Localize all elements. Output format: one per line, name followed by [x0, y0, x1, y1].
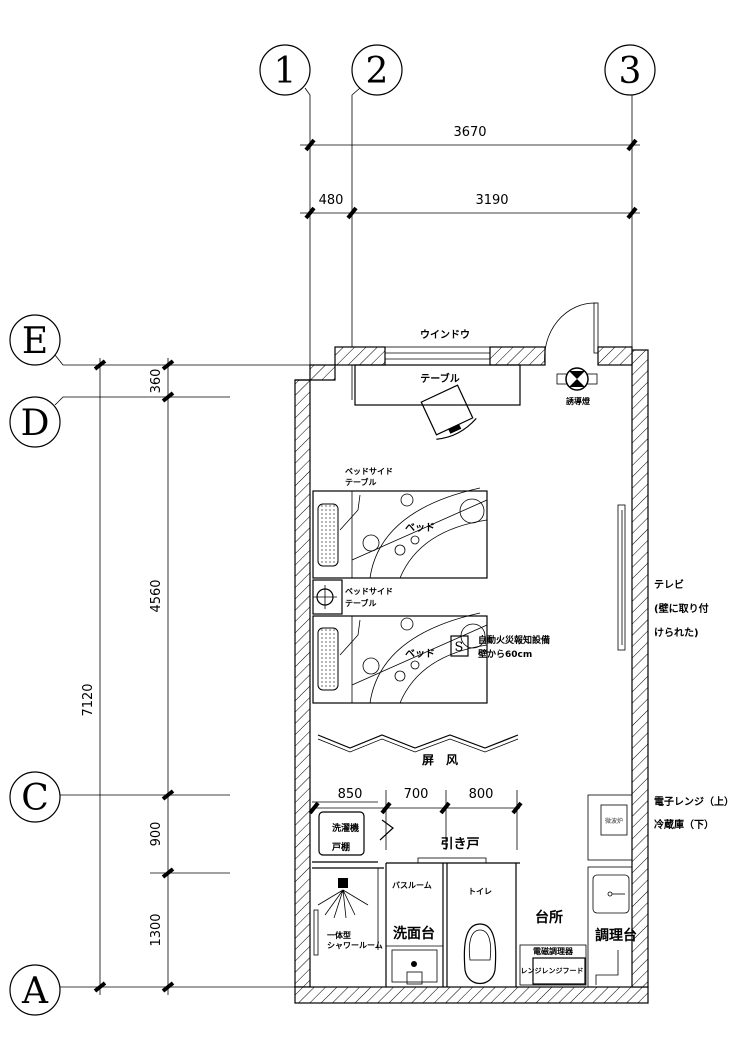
svg-text:ベッド: ベッド: [405, 522, 435, 534]
svg-text:S: S: [455, 640, 464, 655]
microwave-fridge: 微波炉 電子レンジ（上） 冷蔵庫（下）: [587, 794, 734, 861]
bedside-table-label: ベッドサイド: [345, 467, 393, 476]
svg-text:E: E: [22, 321, 48, 362]
axis-row-A: A: [9, 964, 295, 1016]
svg-text:ウインドウ: ウインドウ: [420, 329, 470, 341]
chair: [420, 384, 477, 440]
svg-text:360: 360: [149, 369, 164, 394]
svg-text:屏 风: 屏 风: [421, 753, 458, 767]
svg-text:電磁調理器: 電磁調理器: [533, 946, 574, 956]
dimension-left-total: 7120: [81, 358, 107, 995]
walls: [294, 346, 649, 1004]
svg-text:7120: 7120: [81, 683, 96, 716]
svg-text:850: 850: [338, 787, 363, 802]
window: ウインドウ: [384, 329, 491, 366]
svg-text:(壁に取り付: (壁に取り付: [654, 602, 709, 615]
axis-row-C: C: [9, 771, 230, 823]
axis-column-3: 3: [604, 44, 656, 350]
dimension-bath: 850 700 800: [308, 787, 523, 850]
svg-text:洗濯機: 洗濯機: [332, 822, 359, 834]
svg-text:調理台: 調理台: [595, 927, 637, 944]
bathroom-label: バスルーム: [392, 881, 432, 890]
svg-text:自動火災報知設備: 自動火災報知設備: [478, 634, 550, 646]
svg-text:誘導燈: 誘導燈: [566, 396, 591, 406]
kitchen: 台所 電磁調理器 レンジレンジフード: [519, 909, 587, 986]
tv: テレビ (壁に取り付 けられた): [617, 504, 709, 651]
bedside-table: ベッドサイド テーブル: [312, 579, 393, 615]
bed-2: ベッド: [312, 612, 488, 704]
svg-text:2: 2: [366, 51, 389, 92]
svg-text:引き戸: 引き戸: [440, 837, 479, 852]
washer-cupboard: 洗濯機 戸棚: [312, 801, 394, 863]
smoke-detector: S 自動火災報知設備 壁から60cm: [450, 634, 550, 660]
axis-row-D: D: [9, 396, 230, 448]
svg-text:C: C: [21, 778, 49, 819]
svg-text:バスルーム: バスルーム: [392, 881, 432, 890]
sliding-door[interactable]: 引き戸: [417, 837, 487, 864]
bedside-table-label: テーブル: [345, 477, 377, 487]
svg-text:台所: 台所: [535, 909, 563, 926]
axis-row-E: E: [9, 314, 335, 366]
svg-text:冷蔵庫（下）: 冷蔵庫（下）: [654, 818, 714, 831]
folding-screen: 屏 风: [317, 734, 519, 767]
axis-column-2: 2: [351, 44, 403, 400]
svg-text:けられた): けられた): [654, 627, 699, 639]
svg-text:テーブル: テーブル: [345, 598, 377, 608]
svg-text:戸棚: 戸棚: [332, 841, 350, 853]
svg-text:4560: 4560: [149, 579, 164, 612]
bed-1: ベッド: [312, 487, 488, 579]
cooking-counter: 調理台: [587, 866, 637, 988]
svg-text:微波炉: 微波炉: [605, 817, 623, 825]
svg-text:テーブル: テーブル: [420, 372, 459, 385]
svg-text:シャワールーム: シャワールーム: [327, 941, 383, 950]
svg-text:トイレ: トイレ: [468, 887, 492, 896]
svg-text:800: 800: [469, 787, 494, 802]
toilet: トイレ: [463, 887, 497, 985]
svg-text:D: D: [21, 403, 50, 444]
svg-text:壁から60cm: 壁から60cm: [478, 648, 532, 660]
dimension-left-segments: 360 4560 900 1300: [149, 358, 230, 995]
svg-text:1300: 1300: [149, 913, 164, 946]
svg-text:900: 900: [149, 822, 164, 847]
dimension-top-total: 3670: [300, 125, 640, 152]
table: テーブル: [354, 364, 521, 406]
svg-text:テレビ: テレビ: [654, 578, 684, 591]
svg-text:ベッド: ベッド: [405, 648, 435, 660]
svg-text:3: 3: [619, 51, 642, 92]
bathroom-partitions: [312, 862, 520, 987]
entrance-door[interactable]: [544, 302, 599, 366]
svg-text:1: 1: [274, 51, 297, 92]
axis-column-1: 1: [259, 44, 311, 380]
svg-text:700: 700: [404, 787, 429, 802]
dimension-top-split: 480 3190: [300, 193, 640, 220]
svg-text:洗面台: 洗面台: [393, 925, 435, 942]
svg-text:A: A: [21, 971, 49, 1012]
svg-text:3670: 3670: [453, 125, 486, 140]
svg-text:480: 480: [319, 193, 344, 208]
svg-text:3190: 3190: [475, 193, 508, 208]
washbasin: 洗面台: [386, 925, 443, 985]
shower-room: 一体型 シャワールーム: [313, 878, 383, 956]
svg-text:電子レンジ（上）: 電子レンジ（上）: [654, 795, 734, 808]
svg-text:ベッドサイド: ベッドサイド: [345, 587, 393, 596]
guide-light: 誘導燈: [556, 367, 598, 406]
svg-text:レンジレンジフード: レンジレンジフード: [521, 967, 584, 975]
svg-text:一体型: 一体型: [327, 930, 351, 940]
